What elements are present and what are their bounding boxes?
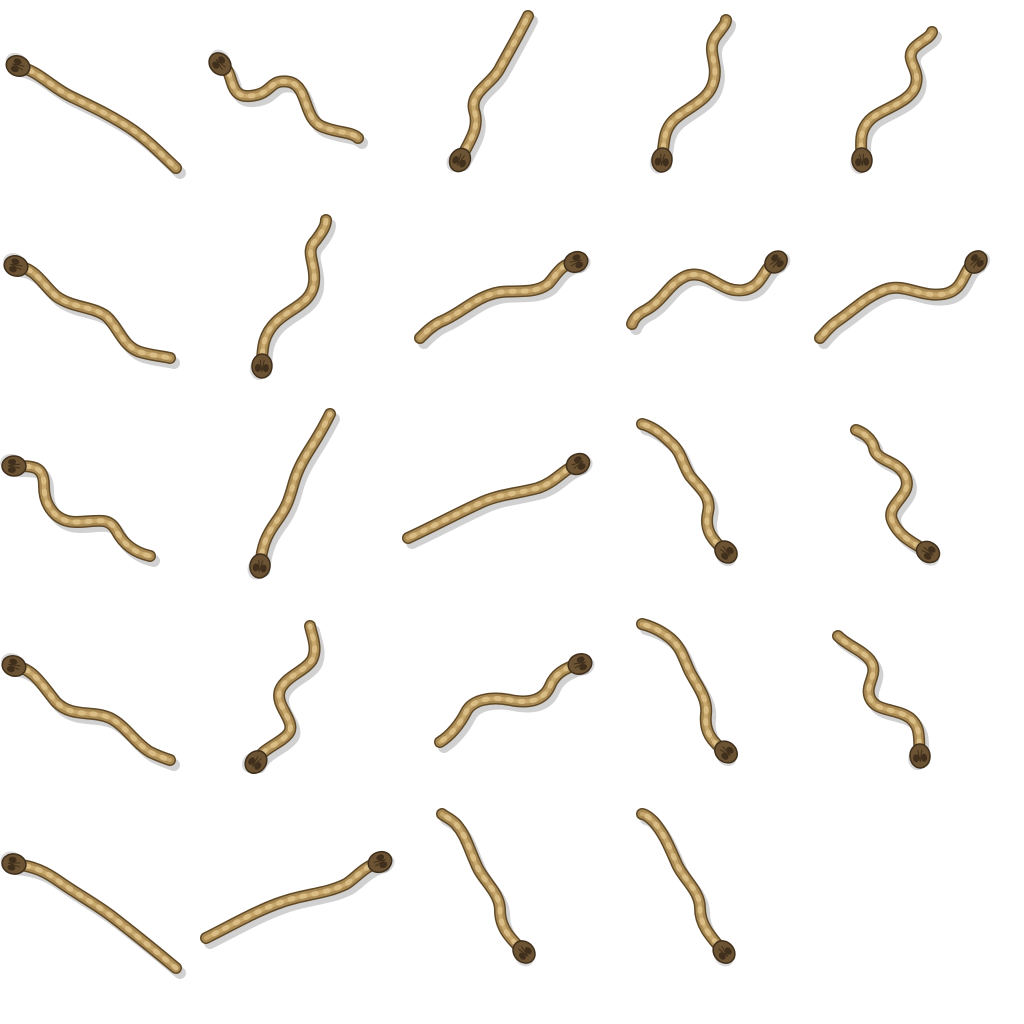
- snake-frame: [402, 452, 593, 549]
- snake-spots: [639, 811, 727, 955]
- snake-body-highlight: [854, 428, 930, 554]
- snake-frame: [636, 418, 738, 567]
- snake-spots: [853, 427, 931, 555]
- snake-spots: [639, 421, 729, 555]
- snake-spots: [15, 63, 179, 171]
- snake-shadow: [818, 261, 986, 349]
- snake-frame: [1, 652, 180, 771]
- snake-head: [714, 540, 738, 567]
- snake-frame: [814, 250, 991, 349]
- snake-body-outline: [636, 618, 732, 758]
- snake-frame: [636, 618, 738, 767]
- snake-head: [714, 740, 738, 767]
- snake-head: [0, 453, 27, 477]
- snake-head: [649, 147, 673, 174]
- snake-head: [249, 353, 273, 380]
- snake-head: [712, 940, 736, 967]
- snake-frame: [850, 424, 941, 566]
- snake-spots: [257, 411, 333, 569]
- snake-head: [241, 749, 268, 775]
- snake-head: [5, 52, 31, 78]
- snake-spots: [11, 861, 179, 971]
- snake-frame: [241, 620, 325, 775]
- snake-frame: [208, 49, 368, 149]
- snake-head: [3, 253, 29, 277]
- snake-body: [9, 859, 181, 973]
- snake-head: [247, 553, 271, 580]
- snake-frame: [3, 253, 180, 369]
- snake-frame: [626, 250, 791, 335]
- snake-body-highlight: [218, 62, 360, 140]
- snake-head: [1, 652, 27, 677]
- snake-spots: [405, 461, 581, 541]
- snake-head: [850, 147, 873, 175]
- snake-frame: [434, 653, 595, 753]
- snake-frame: [247, 408, 340, 580]
- snake-head: [567, 653, 595, 676]
- snake-head: [208, 49, 232, 76]
- snake-spots: [457, 13, 531, 163]
- snake-body: [851, 425, 933, 557]
- snake-head: [764, 250, 791, 274]
- snake-frame: [436, 808, 536, 967]
- snake-body: [637, 419, 731, 557]
- snake-frame: [0, 453, 160, 567]
- snake-head: [512, 940, 536, 967]
- snake-frame: [636, 808, 736, 967]
- snake-frame: [832, 630, 931, 771]
- snake-shadow: [258, 413, 340, 577]
- snake-frame: [446, 10, 538, 173]
- snake-spots: [437, 661, 583, 745]
- snake-spots: [439, 811, 527, 955]
- snake-body-highlight: [630, 260, 778, 326]
- snake-head: [908, 743, 931, 771]
- snake-frame: [0, 851, 186, 979]
- snake-head: [367, 850, 395, 874]
- snake-frame: [414, 250, 591, 349]
- snake-spots: [659, 17, 729, 163]
- snake-shadow: [260, 219, 336, 377]
- snake-body-outline: [850, 424, 934, 558]
- snake-body: [9, 461, 155, 561]
- snake-head: [915, 540, 941, 566]
- snake-spots: [835, 633, 923, 759]
- snake-spots: [203, 859, 383, 941]
- snake-frame: [200, 850, 395, 949]
- snake-head: [964, 250, 991, 274]
- snake-spots: [253, 623, 318, 765]
- snake-shadow: [836, 635, 930, 767]
- snake-spots: [259, 217, 329, 369]
- snake-head: [0, 851, 27, 875]
- snake-spots: [858, 29, 935, 163]
- snake-spots: [11, 663, 173, 763]
- snake-frame: [249, 214, 336, 380]
- snake-frame: [5, 52, 186, 179]
- snake-head: [565, 452, 593, 476]
- snake-head: [446, 147, 472, 173]
- snake-spots: [817, 259, 979, 341]
- snake-spots: [417, 259, 579, 341]
- snake-head: [563, 250, 591, 274]
- snake-spots: [11, 463, 153, 559]
- snake-spots: [13, 263, 173, 361]
- snake-spots: [639, 621, 729, 755]
- snake-frame: [850, 26, 942, 175]
- snake-frame: [649, 14, 736, 174]
